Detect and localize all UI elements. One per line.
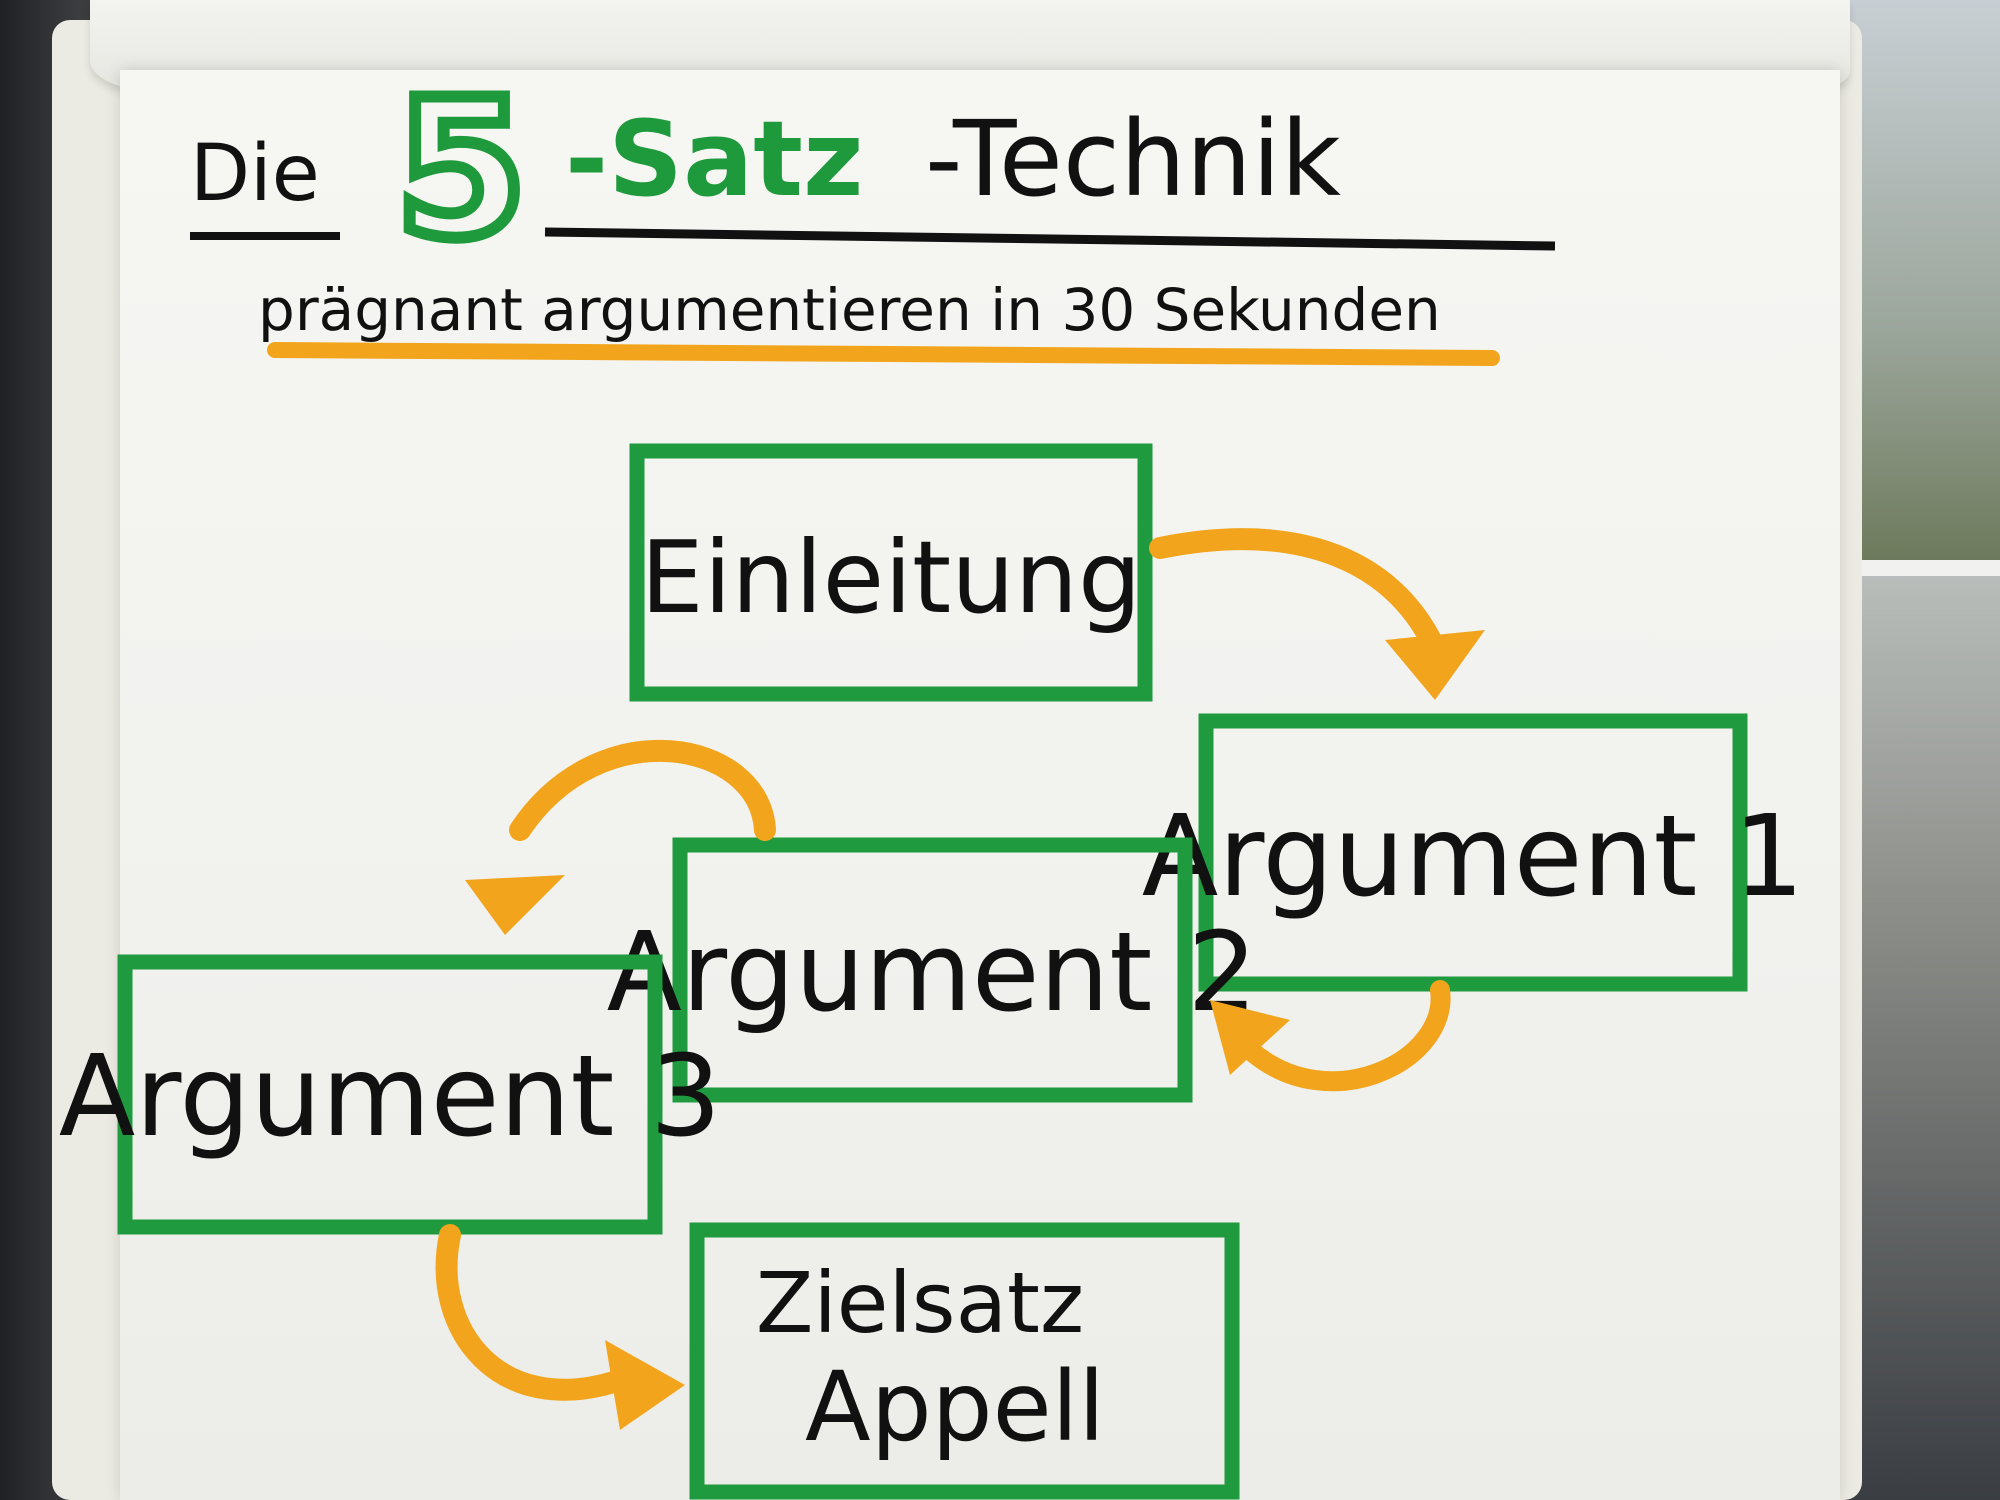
box-argument3 xyxy=(117,954,663,1235)
arrow-argument3-to-zielsatz xyxy=(435,1224,631,1401)
box-zielsatz xyxy=(689,1222,1240,1500)
box-argument2 xyxy=(672,837,1193,1103)
box-argument2-label: Argument 2 xyxy=(607,908,1258,1036)
subtitle-underline xyxy=(267,342,1500,366)
box-einleitung-label: Einleitung xyxy=(641,519,1142,636)
box-zielsatz-label-line2: Appell xyxy=(805,1351,1105,1463)
arrow-argument1-to-argument2 xyxy=(1240,980,1451,1092)
box-argument1-label: Argument 1 xyxy=(1142,792,1805,922)
title-suffix: -Technik xyxy=(925,98,1341,220)
title-underline xyxy=(544,227,1556,251)
arrow-head-1 xyxy=(1385,630,1485,700)
arrow-einleitung-to-argument1 xyxy=(1149,528,1451,671)
title-word: -Satz xyxy=(565,98,864,220)
box-argument3-label: Argument 3 xyxy=(59,1032,722,1162)
title-prefix: Die xyxy=(190,129,320,219)
flipchart-paper xyxy=(120,70,1840,1500)
title-number: 5 xyxy=(395,59,527,280)
box-argument1 xyxy=(1198,713,1748,992)
box-zielsatz-label-line1: Zielsatz xyxy=(756,1254,1084,1352)
box-einleitung xyxy=(629,443,1153,702)
arrow-head-3 xyxy=(465,875,565,935)
subtitle: prägnant argumentieren in 30 Sekunden xyxy=(258,276,1441,344)
arrow-argument2-to-argument3 xyxy=(509,739,776,841)
arrow-head-2 xyxy=(1210,1000,1290,1075)
arrow-head-4 xyxy=(605,1340,685,1430)
